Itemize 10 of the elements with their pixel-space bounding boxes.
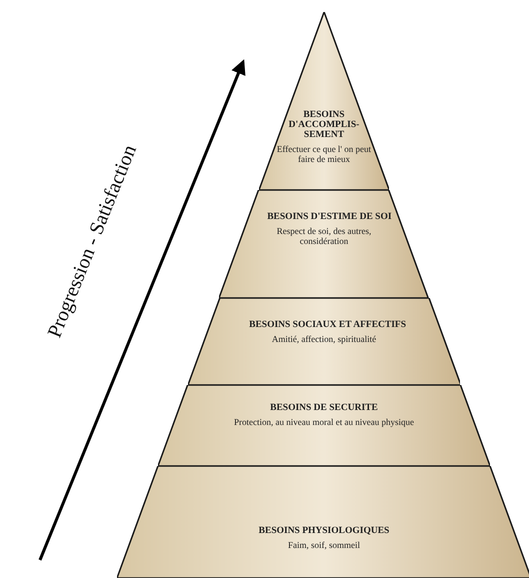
level-description: Amitié, affection, spiritualité — [270, 334, 378, 344]
level-title: BESOINS SOCIAUX ET AFFECTIFS — [248, 320, 408, 330]
level-description: Protection, au niveau moral et au niveau physique — [233, 417, 415, 427]
level-title: BESOINS D'ACCOMPLIS-SEMENT — [288, 110, 360, 140]
level-title: BESOINS PHYSIOLOGIQUES — [258, 526, 390, 536]
level-description: Effectuer ce que l' on peut faire de mieux — [276, 144, 372, 164]
level-description: Faim, soif, sommeil — [287, 540, 361, 550]
level-description: Respect de soi, des autres, considération — [276, 226, 372, 246]
level-title: BESOINS D'ESTIME DE SOI — [266, 212, 393, 222]
level-title: BESOINS DE SECURITE — [269, 403, 379, 413]
